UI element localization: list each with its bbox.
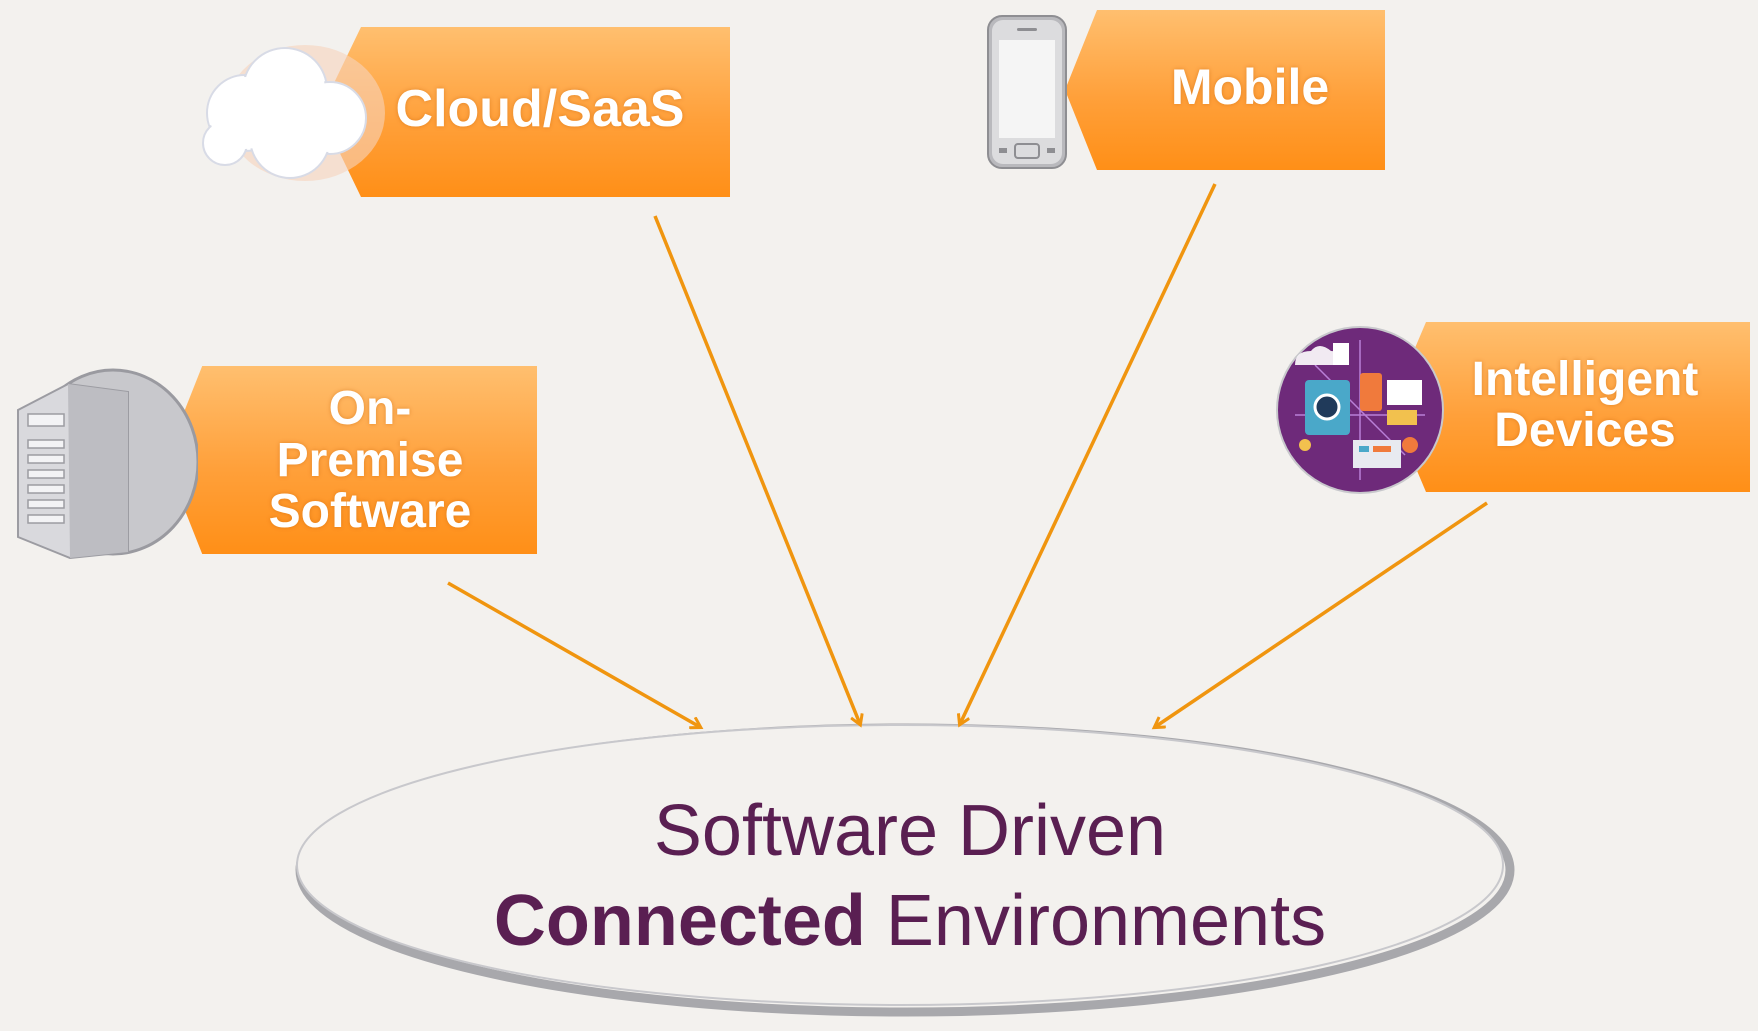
cloud-icon [202, 45, 385, 181]
mobile-tag [1065, 10, 1385, 170]
onprem-line-1: On- [328, 382, 412, 436]
center-title-line2: Connected Environments [300, 880, 1520, 962]
mobile-label: Mobile [1110, 50, 1390, 126]
cloud-saas-label: Cloud/SaaS [375, 70, 705, 150]
center-line1-text: Software Driven [653, 791, 1167, 871]
mobile-text: Mobile [1170, 59, 1330, 116]
arrow-onprem [447, 581, 700, 727]
arrow-cloud [653, 215, 860, 724]
intelligent-line-2: Devices [1494, 404, 1676, 457]
arrow-mobile [960, 183, 1217, 724]
mobile-phone-icon [987, 15, 1067, 169]
intelligent-devices-tag [1390, 322, 1750, 492]
center-title-line1: Software Driven [300, 790, 1520, 872]
onprem-label: On- Premise Software [220, 378, 520, 543]
center-line2-bold: Connected [493, 881, 866, 961]
center-line2-rest: Environments [865, 881, 1327, 961]
intelligent-devices-label: Intelligent Devices [1440, 345, 1730, 465]
onprem-line-3: Software [268, 485, 472, 539]
cloud-saas-text: Cloud/SaaS [395, 80, 685, 139]
connected-devices-icon [1276, 326, 1444, 494]
server-icon [17, 368, 198, 560]
cloud-saas-tag [320, 27, 730, 197]
intelligent-line-1: Intelligent [1471, 352, 1699, 406]
arrow-intelligent [1155, 501, 1488, 727]
onprem-tag [165, 366, 537, 554]
center-ellipse [296, 724, 1504, 1006]
onprem-line-2: Premise [276, 433, 464, 487]
